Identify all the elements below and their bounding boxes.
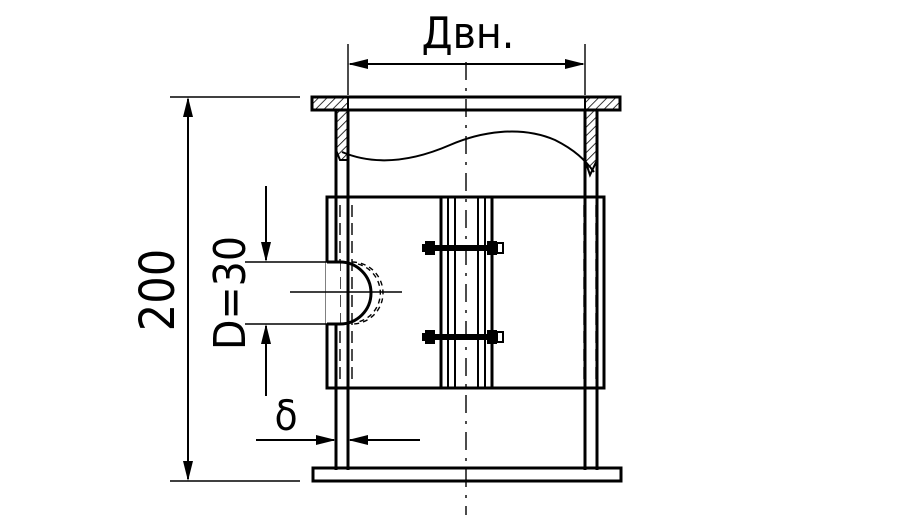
- wall-thickness-dimension: δ: [256, 391, 420, 445]
- break-line: [341, 130, 595, 173]
- upper-bolt: [422, 241, 504, 255]
- height-dimension: 200: [130, 96, 300, 482]
- bottom-flange: [311, 466, 623, 483]
- pipe-body: [310, 95, 623, 483]
- height-label: 200: [130, 249, 186, 331]
- right-wall: [583, 109, 599, 470]
- clamp-plates: [439, 197, 494, 388]
- hidden-wall-lines: [339, 205, 597, 385]
- top-flange: [310, 95, 622, 112]
- wall-thickness-label: δ: [274, 391, 297, 440]
- center-lines: [290, 62, 467, 515]
- hole-diameter-dimension: D=30: [205, 186, 330, 396]
- inner-diameter-dimension: Двн.: [347, 8, 586, 95]
- lower-bolt: [422, 330, 504, 344]
- inner-diameter-label: Двн.: [422, 8, 515, 59]
- hole-cutout: [326, 260, 384, 326]
- hole-diameter-label: D=30: [205, 236, 256, 350]
